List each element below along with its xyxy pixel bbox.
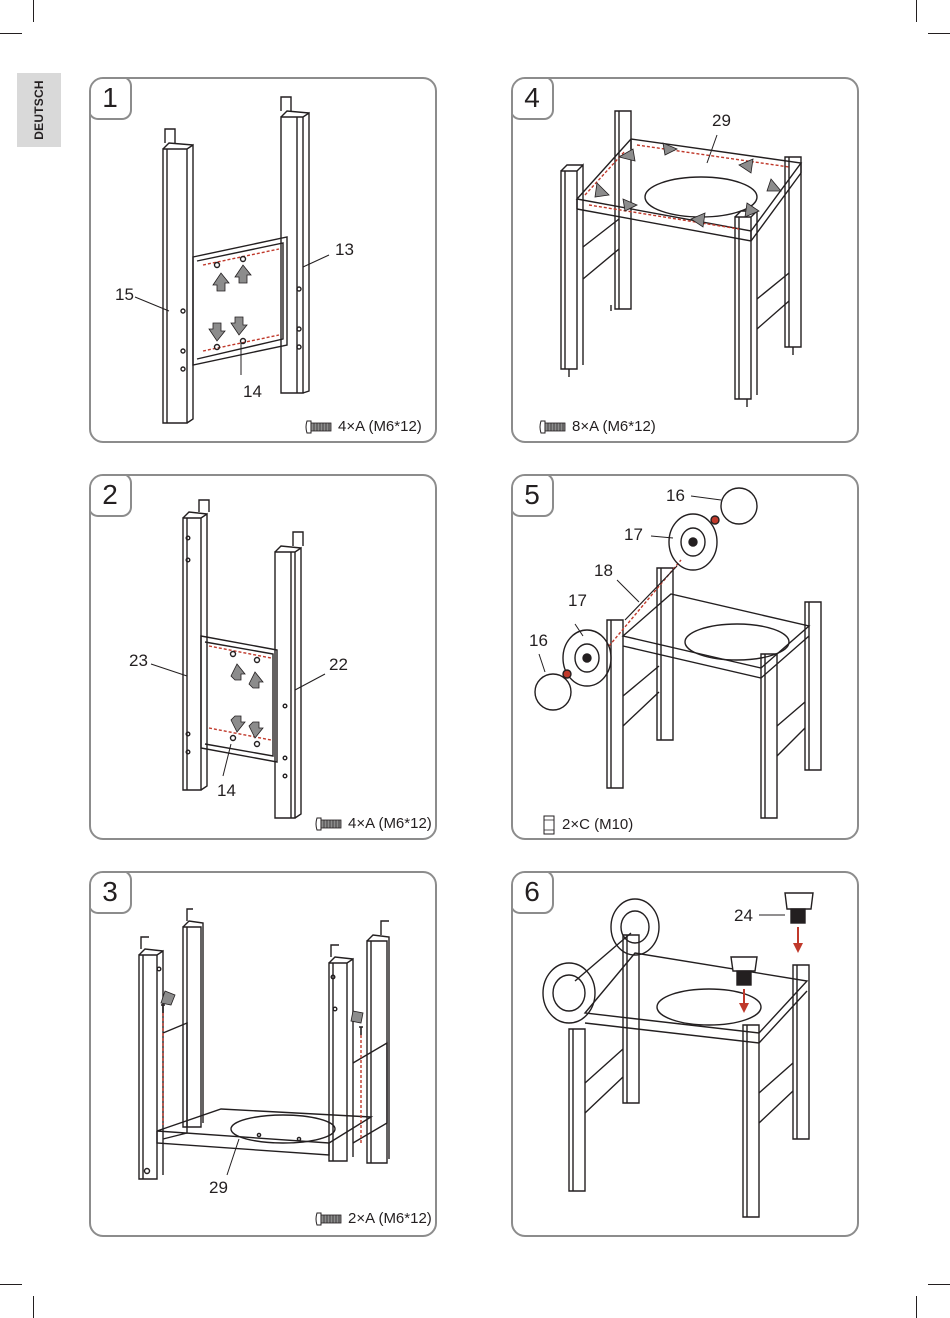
assembly-illustration	[513, 476, 859, 840]
step-panel-6: 6 24	[511, 871, 859, 1237]
crop-mark	[33, 0, 34, 22]
language-tab: DEUTSCH	[17, 73, 61, 147]
step-panel-2: 2 23 22 14 4×A (M6*12)	[89, 474, 437, 840]
hardware-note: 4×A (M6*12)	[305, 419, 422, 435]
part-callout: 24	[734, 907, 753, 924]
hardware-label: 8×A (M6*12)	[572, 419, 656, 435]
language-label: DEUTSCH	[32, 80, 46, 139]
assembly-illustration	[91, 873, 437, 1237]
nut-icon	[541, 814, 557, 836]
hardware-note: 2×C (M10)	[541, 814, 633, 836]
crop-mark	[33, 1296, 34, 1318]
part-callout: 17	[568, 592, 587, 609]
part-callout: 16	[666, 487, 685, 504]
part-callout: 29	[712, 112, 731, 129]
bolt-icon	[315, 816, 343, 832]
part-callout: 14	[243, 383, 262, 400]
assembly-illustration	[91, 79, 437, 443]
crop-mark	[0, 33, 22, 34]
part-callout: 13	[335, 241, 354, 258]
step-panel-1: 1 13 15 14 4×A (M6*12)	[89, 77, 437, 443]
bolt-icon	[539, 419, 567, 435]
hardware-label: 4×A (M6*12)	[338, 419, 422, 435]
crop-mark	[0, 1284, 22, 1285]
crop-mark	[928, 33, 950, 34]
assembly-illustration	[513, 79, 859, 443]
part-callout: 22	[329, 656, 348, 673]
hardware-label: 4×A (M6*12)	[348, 816, 432, 832]
hardware-note: 8×A (M6*12)	[539, 419, 656, 435]
step-panel-4: 4 29 8×A (	[511, 77, 859, 443]
assembly-illustration	[513, 873, 859, 1237]
step-panel-5: 5 16 17 18 17 16	[511, 474, 859, 840]
hardware-label: 2×A (M6*12)	[348, 1211, 432, 1227]
bolt-icon	[315, 1211, 343, 1227]
part-callout: 17	[624, 526, 643, 543]
hardware-label: 2×C (M10)	[562, 817, 633, 833]
part-callout: 15	[115, 286, 134, 303]
hardware-note: 2×A (M6*12)	[315, 1211, 432, 1227]
bolt-icon	[305, 419, 333, 435]
hardware-note: 4×A (M6*12)	[315, 816, 432, 832]
part-callout: 16	[529, 632, 548, 649]
part-callout: 29	[209, 1179, 228, 1196]
step-panel-3: 3 29	[89, 871, 437, 1237]
crop-mark	[928, 1284, 950, 1285]
part-callout: 23	[129, 652, 148, 669]
crop-mark	[916, 1296, 917, 1318]
part-callout: 14	[217, 782, 236, 799]
part-callout: 18	[594, 562, 613, 579]
crop-mark	[916, 0, 917, 22]
